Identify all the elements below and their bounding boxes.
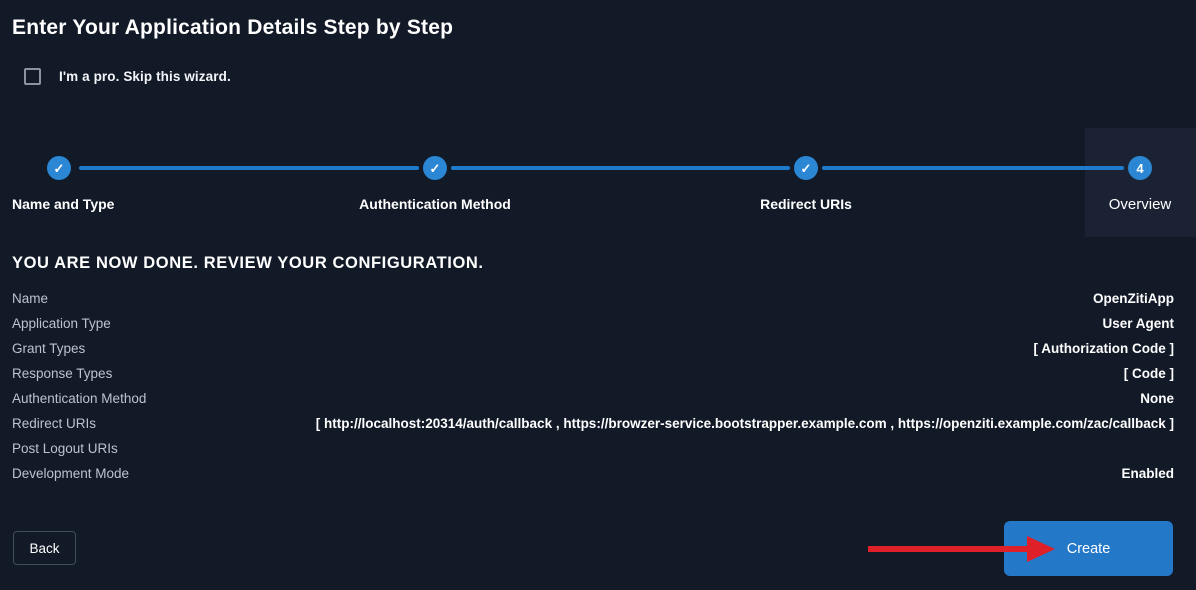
check-icon: ✓: [53, 160, 65, 176]
review-row-grant-types: Grant Types [ Authorization Code ]: [12, 336, 1174, 361]
row-label: Response Types: [12, 366, 113, 381]
review-row-redirect-uris: Redirect URIs [ http://localhost:20314/a…: [12, 411, 1174, 436]
step-number: 4: [1136, 160, 1144, 176]
active-step-panel: [1085, 128, 1196, 237]
row-value: User Agent: [1102, 316, 1174, 331]
arrow-shaft: [868, 546, 1028, 552]
step-label-redirect-uris: Redirect URIs: [760, 196, 852, 212]
row-label: Development Mode: [12, 466, 130, 481]
review-row-authentication-method: Authentication Method None: [12, 386, 1174, 411]
step-connector-3: [822, 166, 1124, 170]
skip-wizard-checkbox[interactable]: [24, 68, 41, 85]
page-title: Enter Your Application Details Step by S…: [12, 16, 454, 39]
row-value: None: [1140, 391, 1174, 406]
review-row-response-types: Response Types [ Code ]: [12, 361, 1174, 386]
row-label: Grant Types: [12, 341, 86, 356]
row-label: Authentication Method: [12, 391, 147, 406]
row-value: Enabled: [1121, 466, 1174, 481]
review-row-development-mode: Development Mode Enabled: [12, 461, 1174, 486]
skip-wizard-row: I'm a pro. Skip this wizard.: [24, 68, 231, 85]
step-label-authentication-method: Authentication Method: [359, 196, 511, 212]
review-row-name: Name OpenZitiApp: [12, 286, 1174, 311]
step-label-name-and-type: Name and Type: [12, 196, 115, 212]
arrow-head-icon: [1027, 536, 1055, 562]
review-row-post-logout-uris: Post Logout URIs: [12, 436, 1174, 461]
row-label: Post Logout URIs: [12, 441, 118, 456]
step-2-check-icon[interactable]: ✓: [423, 156, 447, 180]
step-connector-2: [451, 166, 790, 170]
row-value: [ Authorization Code ]: [1033, 341, 1174, 356]
back-button[interactable]: Back: [13, 531, 76, 565]
row-value: [ http://localhost:20314/auth/callback ,…: [315, 416, 1174, 431]
row-value: OpenZitiApp: [1093, 291, 1174, 306]
row-label: Application Type: [12, 316, 111, 331]
check-icon: ✓: [429, 160, 441, 176]
review-row-application-type: Application Type User Agent: [12, 311, 1174, 336]
row-label: Name: [12, 291, 49, 306]
review-heading: YOU ARE NOW DONE. REVIEW YOUR CONFIGURAT…: [12, 254, 484, 272]
step-4-number-badge[interactable]: 4: [1128, 156, 1152, 180]
check-icon: ✓: [800, 160, 812, 176]
row-label: Redirect URIs: [12, 416, 97, 431]
step-label-overview: Overview: [1108, 196, 1172, 213]
review-rows: Name OpenZitiApp Application Type User A…: [12, 286, 1174, 486]
row-value: [ Code ]: [1123, 366, 1174, 381]
step-connector-1: [79, 166, 419, 170]
step-1-check-icon[interactable]: ✓: [47, 156, 71, 180]
skip-wizard-label: I'm a pro. Skip this wizard.: [59, 69, 231, 84]
step-3-check-icon[interactable]: ✓: [794, 156, 818, 180]
